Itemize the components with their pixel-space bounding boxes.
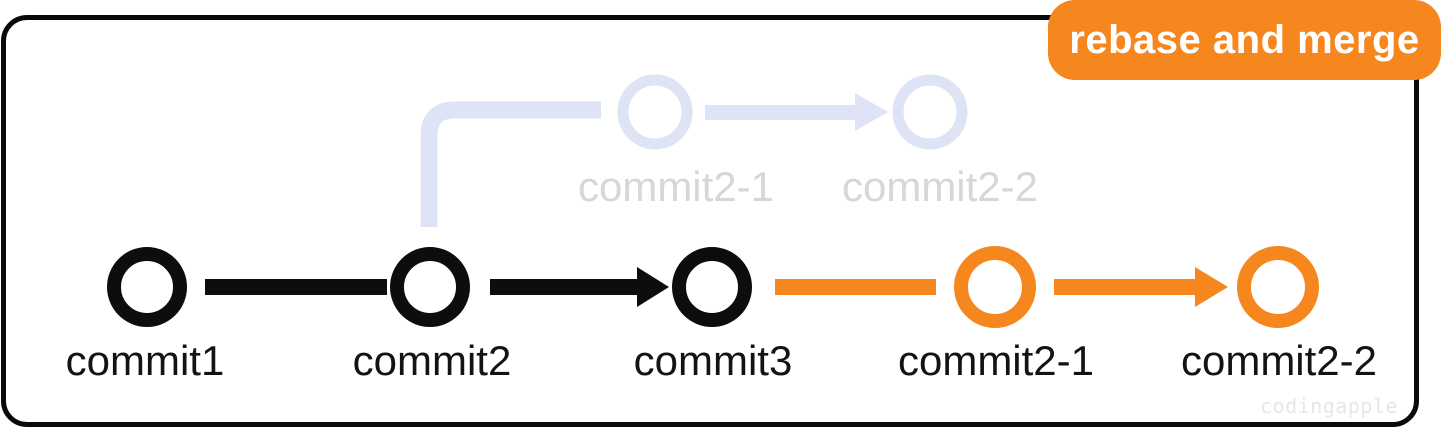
commit2-2-node <box>1237 246 1319 328</box>
watermark: codingapple <box>1260 394 1398 418</box>
edge-commit3-commit2-1 <box>775 279 936 295</box>
commit2-1-node <box>954 246 1036 328</box>
commit2-2-label: commit2-2 <box>1180 337 1378 384</box>
faded-branch-elbow-connector <box>420 101 601 227</box>
commit2-label: commit2 <box>352 337 512 384</box>
faded-branch <box>420 74 968 227</box>
commit2-1-label: commit2-1 <box>897 337 1095 384</box>
edge-commit1-commit2 <box>205 279 387 295</box>
rebase-and-merge-badge: rebase and merge <box>1048 0 1441 80</box>
badge-label: rebase and merge <box>1069 17 1420 62</box>
main-branch <box>107 246 1319 328</box>
commit2-node <box>390 247 470 327</box>
faded-commit2-2-label: commit2-2 <box>841 163 1039 210</box>
faded-commit2-1-node <box>617 74 693 150</box>
commit3-node <box>672 247 752 327</box>
edge-commit2-commit3-arrow-head-icon <box>637 267 669 307</box>
diagram-card <box>1 15 1419 427</box>
commit1-label: commit1 <box>65 337 225 384</box>
faded-arrow-head-icon <box>855 93 888 131</box>
edge-commit2-commit3-shaft <box>490 279 637 295</box>
commit3-label: commit3 <box>633 337 793 384</box>
faded-commit2-2-node <box>892 74 968 150</box>
edge-commit2-1-commit2-2-arrow-head-icon <box>1195 267 1228 307</box>
commit1-node <box>107 247 187 327</box>
faded-arrow-shaft <box>705 105 855 120</box>
faded-commit2-1-label: commit2-1 <box>577 163 775 210</box>
edge-commit2-1-commit2-2-shaft <box>1054 279 1195 295</box>
